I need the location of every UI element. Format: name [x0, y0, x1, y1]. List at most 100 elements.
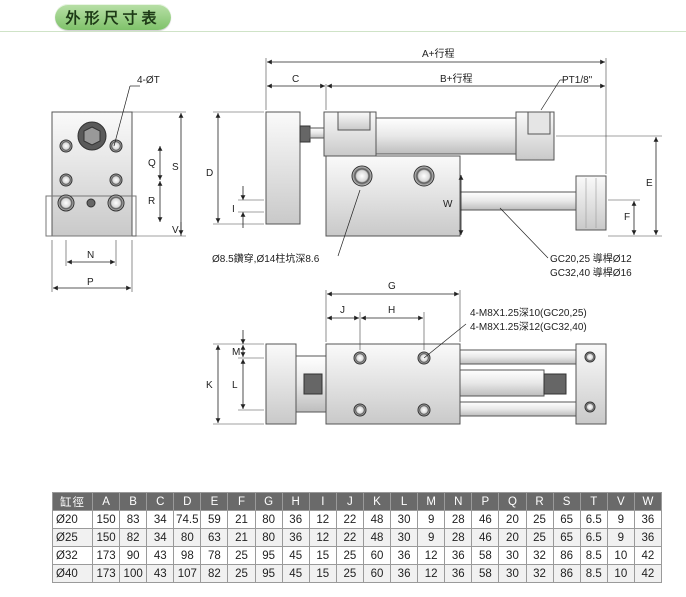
hole-note: Ø8.5鑽穿,Ø14柱坑深8.6 — [212, 252, 320, 265]
table-cell: 173 — [91, 546, 121, 565]
bore-cell: Ø40 — [52, 564, 93, 583]
header-p: P — [471, 492, 500, 511]
label-v: V — [172, 225, 179, 236]
label-t: 4-ØT — [137, 75, 160, 86]
table-cell: 9 — [417, 510, 446, 529]
table-cell: 12 — [308, 528, 337, 547]
label-r: R — [148, 196, 155, 207]
table-cell: 43 — [146, 564, 175, 583]
table-cell: 107 — [173, 564, 202, 583]
bore-cell: Ø25 — [52, 528, 93, 547]
table-cell: 95 — [254, 564, 283, 583]
table-cell: 34 — [146, 528, 175, 547]
table-cell: 150 — [91, 528, 121, 547]
table-cell: 36 — [390, 546, 419, 565]
table-cell: 15 — [308, 546, 337, 565]
header-t: T — [579, 492, 608, 511]
table-cell: 30 — [390, 510, 419, 529]
label-d: D — [206, 168, 213, 179]
table-cell: 48 — [362, 528, 392, 547]
header-b: B — [119, 492, 148, 511]
table-cell: 59 — [200, 510, 229, 529]
table-cell: 36 — [633, 510, 663, 529]
label-b-stroke: B+行程 — [440, 72, 473, 85]
table-cell: 63 — [200, 528, 229, 547]
table-cell: 30 — [498, 564, 527, 583]
label-f: F — [624, 212, 630, 223]
header-f: F — [227, 492, 256, 511]
table-cell: 80 — [173, 528, 202, 547]
table-cell: 6.5 — [579, 510, 608, 529]
thread-note-2: 4-M8X1.25深12(GC32,40) — [470, 321, 587, 333]
header-q: Q — [498, 492, 527, 511]
table-cell: 25 — [227, 564, 256, 583]
table-cell: 22 — [335, 528, 364, 547]
header-g: G — [254, 492, 283, 511]
table-cell: 34 — [146, 510, 175, 529]
table-cell: 36 — [390, 564, 419, 583]
table-cell: 150 — [91, 510, 121, 529]
label-g: G — [388, 281, 396, 292]
table-cell: 9 — [606, 510, 635, 529]
label-pt: PT1/8" — [562, 75, 593, 86]
label-p: P — [87, 277, 94, 288]
table-cell: 74.5 — [173, 510, 202, 529]
table-cell: 90 — [119, 546, 148, 565]
table-cell: 9 — [606, 528, 635, 547]
table-cell: 98 — [173, 546, 202, 565]
header-i: I — [308, 492, 337, 511]
table-cell: 58 — [471, 564, 500, 583]
thread-note-1: 4-M8X1.25深10(GC20,25) — [470, 307, 587, 319]
table-cell: 36 — [633, 528, 663, 547]
table-cell: 173 — [91, 564, 121, 583]
table-cell: 12 — [417, 564, 446, 583]
section-title: 外形尺寸表 — [55, 4, 171, 30]
header-a: A — [91, 492, 121, 511]
label-m: M — [232, 347, 240, 358]
table-cell: 15 — [308, 564, 337, 583]
table-cell: 30 — [390, 528, 419, 547]
header-s: S — [552, 492, 581, 511]
table-cell: 58 — [471, 546, 500, 565]
table-cell: 60 — [362, 564, 392, 583]
header-l: L — [390, 492, 419, 511]
table-cell: 21 — [227, 528, 256, 547]
table-cell: 100 — [119, 564, 148, 583]
header-c: C — [146, 492, 175, 511]
table-cell: 25 — [525, 510, 554, 529]
header-j: J — [335, 492, 364, 511]
table-cell: 43 — [146, 546, 175, 565]
top-view: G J H K M L 4-M8X1.25深10(GC20,25) 4-M8X1… — [206, 281, 607, 425]
label-q: Q — [148, 158, 156, 169]
rod-note-1: GC20,25 導桿Ø12 — [550, 252, 632, 265]
rod-note-2: GC32,40 導桿Ø16 — [550, 266, 632, 279]
table-cell: 20 — [498, 528, 527, 547]
table-cell: 36 — [444, 546, 473, 565]
side-view: A+行程 C B+行程 PT1/8" D I W E F Ø8.5鑽穿,Ø14柱… — [206, 47, 662, 279]
dimension-drawing: 4-ØT Q R S V N P — [45, 47, 662, 425]
header-v: V — [606, 492, 635, 511]
label-h: H — [388, 305, 395, 316]
table-cell: 83 — [119, 510, 148, 529]
table-cell: 60 — [362, 546, 392, 565]
table-cell: 28 — [444, 510, 473, 529]
table-cell: 25 — [227, 546, 256, 565]
header-n: N — [444, 492, 473, 511]
label-w: W — [443, 199, 453, 210]
end-view: 4-ØT Q R S V N P — [45, 75, 186, 292]
table-cell: 48 — [362, 510, 392, 529]
label-a-stroke: A+行程 — [422, 47, 455, 60]
table-cell: 95 — [254, 546, 283, 565]
table-cell: 45 — [281, 564, 310, 583]
table-cell: 20 — [498, 510, 527, 529]
table-cell: 10 — [606, 546, 635, 565]
header-e: E — [200, 492, 229, 511]
title-underline — [0, 31, 686, 32]
header-k: K — [362, 492, 392, 511]
table-cell: 36 — [281, 528, 310, 547]
label-i: I — [232, 204, 235, 215]
